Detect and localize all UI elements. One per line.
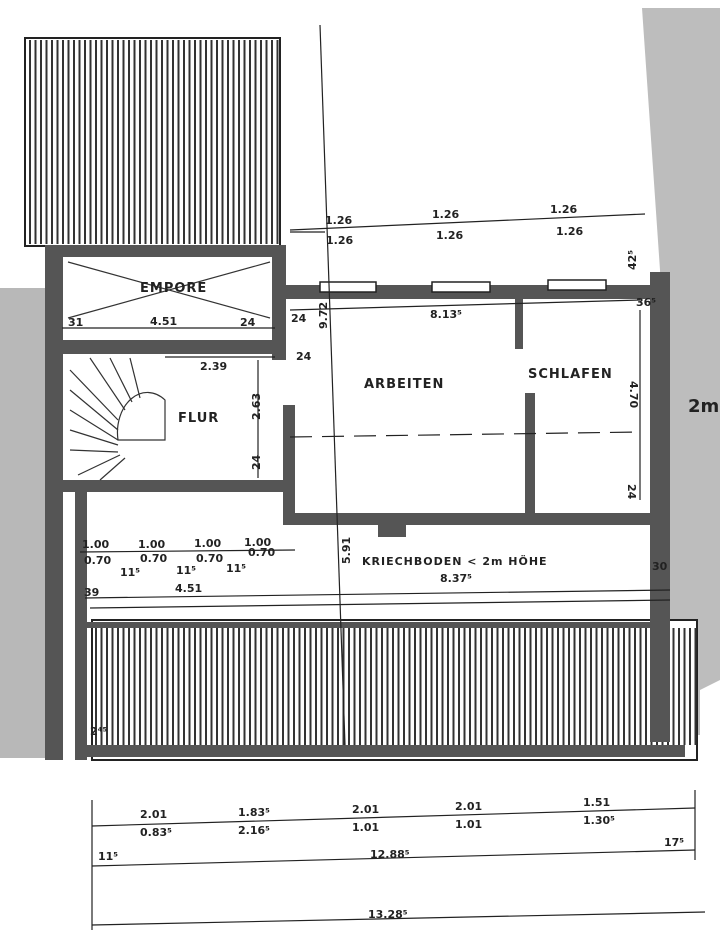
dim-label: 0.83⁵ [140,826,172,839]
dim-label: 13.28⁵ [368,908,408,921]
dim-label: 11⁵ [176,564,196,577]
dim-label: 1.26 [326,234,353,247]
dim-label: 1.01 [352,821,379,834]
dim-label: 0.70 [140,552,167,565]
dim-label: 4.51 [175,582,202,595]
dim-label: 1.26 [436,229,463,242]
dim-label: 1.00 [82,538,109,551]
dim-label: 2.01 [140,808,167,821]
room-flur: FLUR [178,411,219,426]
dim-label: 11⁵ [120,566,140,579]
room-schlafen: SCHLAFEN [528,367,613,382]
dim-label: 1.00 [244,536,271,549]
dim-label: 24 [296,350,312,363]
dim-label: 1.00 [194,537,221,550]
dim-label: 8.37⁵ [440,572,472,585]
roof-hatch-bottom [91,619,698,761]
staircase [67,261,271,481]
dim-label: 0.70 [196,552,223,565]
dim-label: 39 [84,586,99,599]
dim-label: 8.13⁵ [430,308,462,321]
dim-label: 1.51 [583,796,610,809]
dim-label: 0.70 [84,554,111,567]
dim-label: 24 [240,316,256,329]
dim-label: 1.83⁵ [238,806,270,819]
dim-label: 4.51 [150,315,177,328]
dim-label: 4.70 [627,381,640,408]
dimension-lines [62,24,706,930]
dimension-labels: 1.26 1.26 1.26 1.26 1.26 1.26 42⁵ 36⁵ 4.… [68,203,719,921]
dim-label: 9.72 [317,302,330,329]
dim-label: 1.30⁵ [583,814,615,827]
roof-hatch-top [24,37,281,247]
dim-label: 1.01 [455,818,482,831]
dim-label: 12.88⁵ [370,848,410,861]
dim-label: 1.26 [432,208,459,221]
dim-label: 1.26 [325,214,352,227]
dim-label: 11⁵ [98,850,118,863]
neighbour-building-left [0,288,48,758]
dim-label: 24 [625,484,638,500]
dim-label: 2.01 [455,800,482,813]
dim-label: 2.16⁵ [238,824,270,837]
dim-label: 2⁴⁵ [90,725,107,738]
dim-label: 42⁵ [626,250,639,270]
neighbour-building-right [642,8,720,735]
windows-top [319,279,607,293]
dim-label: 2m [688,396,719,417]
dim-label: 2.01 [352,803,379,816]
dim-label: 11⁵ [226,562,246,575]
dim-label: 1.26 [556,225,583,238]
room-empore: EMPORE [140,281,207,296]
dim-label: 24 [250,454,263,470]
dim-label: 36⁵ [636,296,656,309]
dim-label: 1.00 [138,538,165,551]
dim-label: 0.70 [248,546,275,559]
room-kriechboden: KRIECHBODEN < 2m HÖHE [362,554,548,568]
dim-label: 5.91 [340,537,353,564]
walls [45,245,685,760]
dim-label: 31 [68,316,83,329]
dim-label: 2.63 [250,393,263,420]
dim-label: 2.39 [200,360,227,373]
dim-label: 17⁵ [664,836,684,849]
dim-label: 1.26 [550,203,577,216]
room-arbeiten: ARBEITEN [364,377,444,392]
dim-label: 30 [652,560,668,573]
dim-label: 24 [291,312,307,325]
